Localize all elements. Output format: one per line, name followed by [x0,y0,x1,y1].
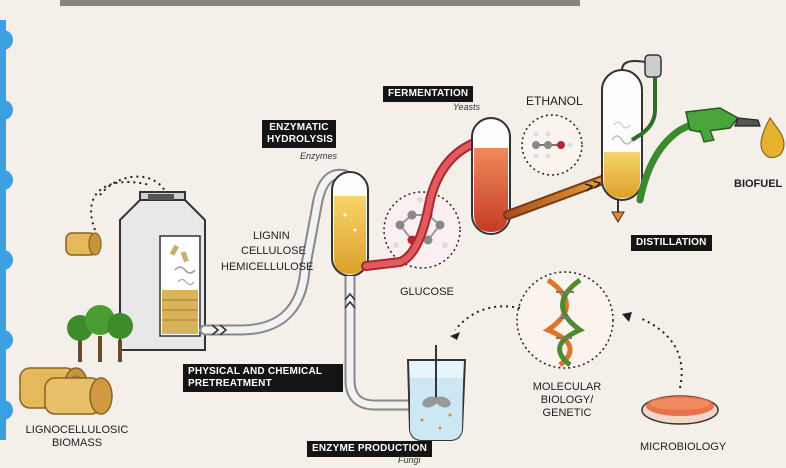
trees-icon [67,305,133,362]
ethanol-molecule-bubble [522,115,582,175]
hydrolysis-column [332,172,368,276]
molecular-biology-label: MOLECULAR BIOLOGY/ GENETIC [527,381,607,420]
enzymes-label: Enzymes [300,151,337,161]
molecular-line-3: GENETIC [527,407,607,420]
hay-bale-icon [66,233,101,255]
dna-bubble [517,272,613,368]
hemicellulose-label: HEMICELLULOSE [221,261,313,274]
lignocellulosic-biomass-label: LIGNOCELLULOSIC BIOMASS [22,424,132,450]
fungi-label: Fungi [398,455,421,465]
biofuel-label: BIOFUEL [734,178,782,191]
glucose-label: GLUCOSE [400,286,454,299]
left-accent-strip [0,20,13,440]
lignocellulosic-line-2: BIOMASS [22,437,132,450]
fuel-hose [640,125,690,200]
distillation-label: DISTILLATION [631,235,712,251]
pretreatment-line-2: PRETREATMENT [188,378,338,390]
header-text-fragment [60,0,580,6]
enzymatic-hydrolysis-text: ENZYMATIC HYDROLYSIS [267,122,333,145]
biofuel-drop-icon [761,118,784,158]
hay-bales-large-icon [20,368,112,414]
pretreatment-line-1: PHYSICAL AND CHEMICAL [188,366,338,378]
lignocellulosic-line-1: LIGNOCELLULOSIC [22,424,132,437]
cellulose-label: CELLULOSE [241,245,306,258]
lignin-label: LIGNIN [253,230,290,243]
distillation-column [602,70,642,222]
ethanol-label: ETHANOL [526,95,583,108]
fermentation-label: FERMENTATION [383,86,473,102]
fuel-nozzle-icon [686,108,760,142]
molecular-line-2: BIOLOGY/ [527,394,607,407]
beaker-icon [408,345,465,440]
pretreatment-label: PHYSICAL AND CHEMICAL PRETREATMENT [183,364,343,392]
petri-dish-icon [642,396,718,424]
molecular-line-1: MOLECULAR [527,381,607,394]
microbiology-label: MICROBIOLOGY [640,441,726,454]
yeasts-label: Yeasts [453,102,480,112]
enzymatic-hydrolysis-label: ENZYMATIC HYDROLYSIS [262,120,336,148]
